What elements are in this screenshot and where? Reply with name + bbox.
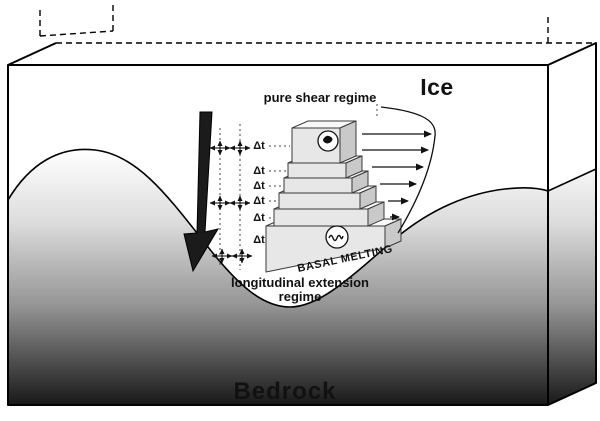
- bedrock-surface: [7, 148, 597, 405]
- bedrock-profile-line: [7, 148, 597, 308]
- pure-shear-regime-label: pure shear regime: [264, 90, 377, 105]
- construction-dashes: [39, 4, 596, 44]
- delta-t-label: Δt: [253, 234, 265, 246]
- ice-label: Ice: [420, 74, 453, 100]
- velocity-profile: [362, 104, 436, 234]
- delta-t-label: Δt: [253, 140, 265, 152]
- bedrock-side-face: [548, 169, 596, 405]
- ice-layer-stack: [265, 120, 402, 273]
- velocity-envelope-curve: [380, 106, 436, 234]
- bedrock-label: Bedrock: [233, 378, 336, 405]
- time-step-ruler: Δt Δt Δt Δt Δt Δt: [253, 140, 290, 246]
- strain-marker-columns: [210, 124, 252, 270]
- downward-flow-arrow-icon: [183, 111, 220, 273]
- basal-melt-icon: [325, 225, 349, 249]
- tracer-particle-icon: [317, 130, 339, 152]
- box-edges: [7, 42, 597, 406]
- longitudinal-extension-label-line1: longitudinal extension: [231, 275, 369, 290]
- longitudinal-extension-label-line2: regime: [279, 289, 322, 304]
- delta-t-label: Δt: [253, 165, 265, 177]
- bedrock-front-face: [8, 149, 548, 405]
- delta-t-label: Δt: [253, 180, 265, 192]
- delta-t-label: Δt: [253, 195, 265, 207]
- delta-t-label: Δt: [253, 212, 265, 224]
